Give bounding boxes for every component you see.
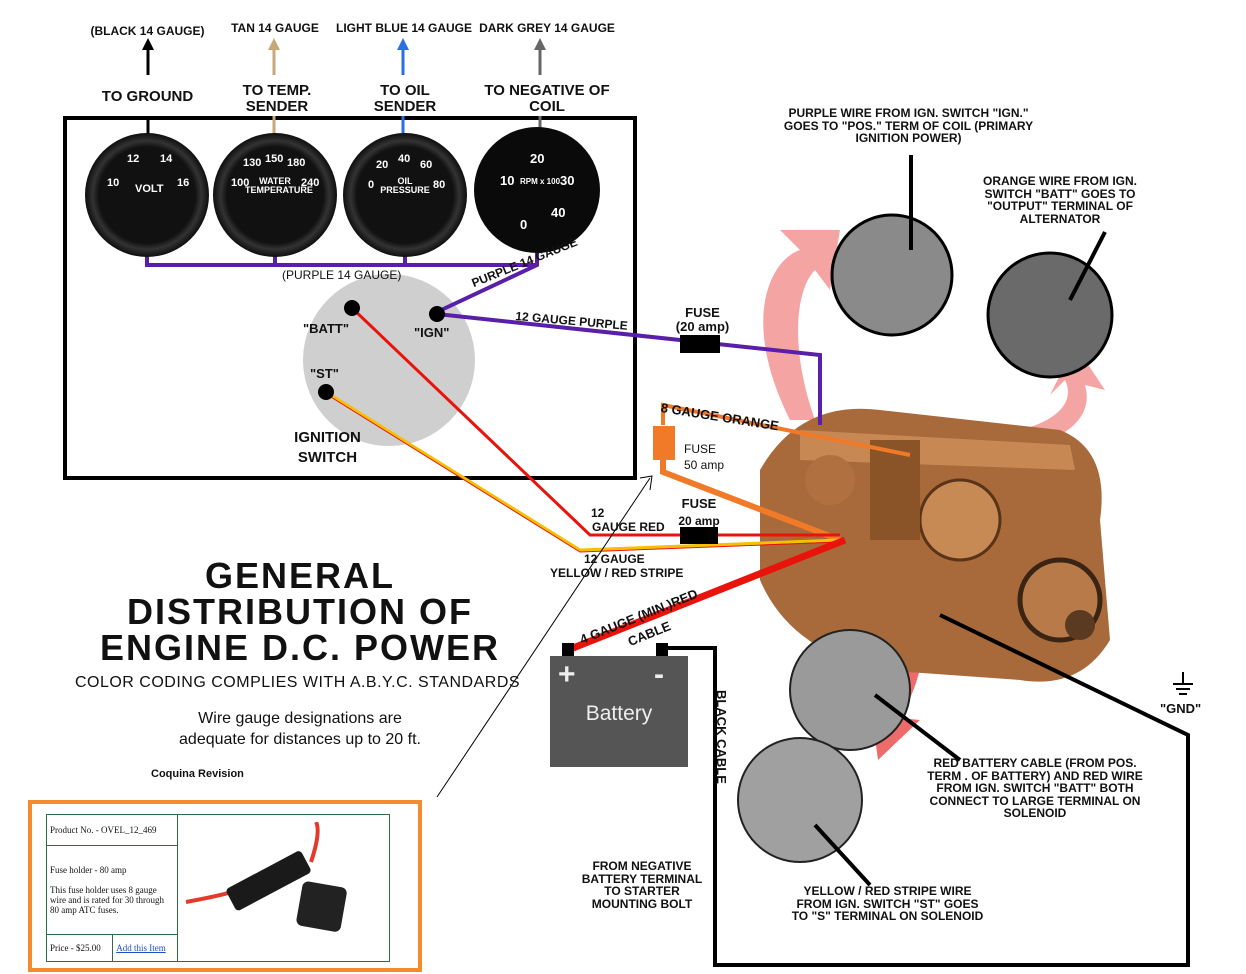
to-oil-sender-label: TO OIL SENDER — [373, 82, 437, 115]
fuse-20-amp-purple — [680, 335, 720, 353]
gauge-panel-frame — [63, 116, 637, 480]
to-ground-label: TO GROUND — [101, 88, 194, 105]
oil-wire-gauge-label: LIGHT BLUE 14 GAUGE — [335, 21, 472, 35]
pink-arrow-alt — [1020, 345, 1105, 445]
battery-plus: + — [558, 658, 576, 691]
add-item-link[interactable]: Add this Item — [116, 943, 166, 953]
fuse-20-amp-red — [680, 527, 718, 544]
title-line-2: DISTRIBUTION OF — [127, 591, 473, 632]
to-coil-label: TO NEGATIVE OF COIL — [484, 82, 610, 115]
callout-orange-batt: ORANGE WIRE FROM IGN. SWITCH "BATT" GOES… — [983, 174, 1137, 226]
inset-coil — [830, 213, 954, 337]
callout-negative: FROM NEGATIVE BATTERY TERMINAL TO STARTE… — [581, 859, 703, 911]
red-12-num: 12 — [591, 506, 605, 520]
title-line-1: GENERAL — [204, 555, 395, 596]
engine-image — [760, 408, 1110, 682]
oil-pressure-gauge: 0 20 40 60 80 OIL PRESSURE — [343, 133, 467, 257]
gnd-label: "GND" — [1160, 701, 1202, 716]
tachometer-gauge: 0 10 20 30 40 RPM x 100 — [474, 127, 600, 253]
fuse-holder-image — [177, 814, 390, 962]
batt-terminal-label: "BATT" — [303, 321, 350, 336]
product-number: Product No. - OVEL_12_469 — [46, 814, 178, 846]
yellow-12-num: 12 GAUGE — [584, 552, 645, 566]
red-12-label: GAUGE RED — [592, 520, 665, 534]
product-price: Price - $25.00 — [45, 934, 114, 962]
ignition-switch-title: IGNITION SWITCH — [294, 429, 361, 466]
note-line-2: adequate for distances up to 20 ft. — [179, 731, 421, 748]
product-card: Product No. - OVEL_12_469 Fuse holder - … — [28, 800, 422, 972]
to-temp-sender-label: TO TEMP. SENDER — [242, 82, 312, 115]
battery: + - Battery — [550, 656, 688, 767]
subtitle: COLOR CODING COMPLIES WITH A.B.Y.C. STAN… — [74, 674, 521, 691]
inset-alternator — [986, 251, 1114, 379]
title-line-3: ENGINE D.C. POWER — [99, 627, 501, 668]
battery-minus: - — [654, 658, 664, 691]
callout-purple-ign: PURPLE WIRE FROM IGN. SWITCH "IGN." GOES… — [783, 106, 1034, 146]
fuse-50-amp — [653, 426, 675, 460]
st-terminal-label: "ST" — [310, 366, 339, 381]
inset-solenoid-2 — [737, 737, 863, 863]
ign-terminal-label: "IGN" — [414, 325, 450, 340]
revision-label: Coquina Revision — [151, 768, 244, 780]
temp-wire-gauge-label: TAN 14 GAUGE — [231, 21, 319, 35]
water-temperature-gauge: 100 130 150 180 240 WATER TEMPERATURE — [213, 133, 337, 257]
coil-wire-gauge-label: DARK GREY 14 GAUGE — [479, 21, 615, 35]
callout-yellow-st: YELLOW / RED STRIPE WIRE FROM IGN. SWITC… — [791, 884, 984, 924]
ground-wire-gauge-label: (BLACK 14 GAUGE) — [90, 24, 205, 38]
yellow-12-label: YELLOW / RED STRIPE — [550, 566, 684, 580]
inset-solenoid-1 — [789, 629, 911, 751]
callout-red-battery: RED BATTERY CABLE (FROM POS. TERM . OF B… — [927, 756, 1143, 821]
pink-arrow-coil — [763, 230, 840, 420]
note-line-1: Wire gauge designations are — [198, 710, 402, 727]
battery-label: Battery — [585, 702, 653, 725]
ground-icon — [1173, 672, 1193, 695]
fuse-20-top-label: FUSE(20 amp) — [675, 305, 730, 334]
volt-gauge: 10 12 14 16 VOLT — [85, 133, 209, 257]
purple-bus-label: (PURPLE 14 GAUGE) — [282, 268, 402, 282]
ignition-switch-body — [303, 274, 475, 446]
black-cable-label: BLACK CABLE — [714, 690, 729, 784]
